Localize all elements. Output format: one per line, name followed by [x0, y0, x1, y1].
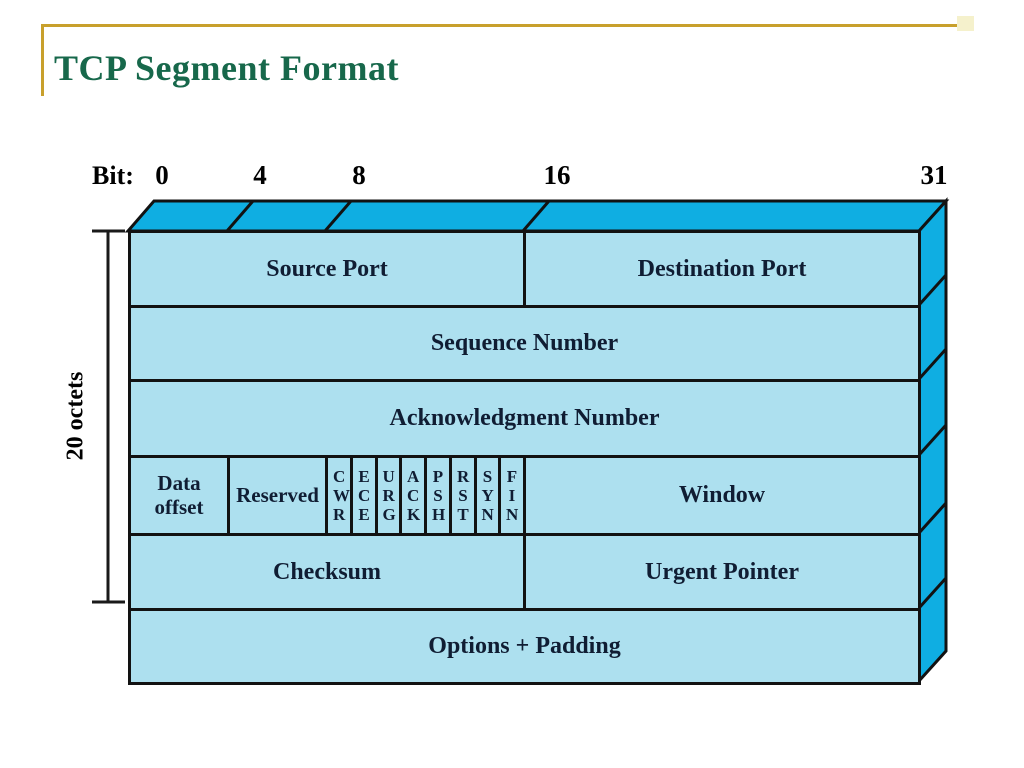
flag-cell-fin: FIN [498, 455, 526, 536]
top-face-tick-16 [521, 200, 551, 232]
cell-destination-port: Destination Port [523, 230, 921, 308]
top-face-tick-8 [323, 200, 353, 232]
bit-tick-8: 8 [352, 160, 366, 190]
flag-cwr-label: CWR [333, 466, 351, 525]
flag-cell-rst: RST [449, 455, 477, 536]
cell-options-padding: Options + Padding [128, 608, 921, 685]
flag-syn-label: SYN [481, 466, 494, 525]
gold-left-rule [41, 24, 44, 96]
cell-window: Window [523, 455, 921, 536]
bit-tick-31: 31 [920, 160, 948, 190]
flag-cell-urg: URG [375, 455, 402, 536]
cell-acknowledgment-number: Acknowledgment Number [128, 379, 921, 458]
top-face-tick-4 [225, 200, 255, 232]
slide-title: TCP Segment Format [54, 48, 399, 88]
flag-rst-label: RST [457, 466, 470, 525]
bit-tick-16: 16 [543, 160, 571, 190]
flag-cell-psh: PSH [424, 455, 452, 536]
bit-tick-4: 4 [253, 160, 267, 190]
right-face-tick-1 [917, 273, 948, 307]
right-face-tick-5 [917, 576, 948, 610]
cell-sequence-number: Sequence Number [128, 305, 921, 382]
flag-urg-label: URG [382, 466, 396, 525]
bit-axis-label: Bit: [92, 161, 134, 190]
flag-cell-ece: ECE [350, 455, 378, 536]
cell-source-port: Source Port [128, 230, 526, 308]
flag-psh-label: PSH [432, 466, 446, 525]
gold-end-square [957, 16, 974, 31]
right-face-tick-3 [917, 423, 948, 457]
cell-data-offset: Data offset [128, 455, 230, 536]
flag-cell-cwr: CWR [325, 455, 353, 536]
flag-ack-label: ACK [407, 466, 421, 525]
flag-cell-syn: SYN [474, 455, 501, 536]
bit-tick-0: 0 [155, 160, 169, 190]
octets-label: 20 octets [62, 371, 89, 461]
flag-fin-label: FIN [506, 466, 519, 525]
cell-checksum: Checksum [128, 533, 526, 611]
cell-urgent-pointer: Urgent Pointer [523, 533, 921, 611]
flag-cell-ack: ACK [399, 455, 427, 536]
gold-top-rule [42, 24, 958, 27]
cell-reserved: Reserved [227, 455, 328, 536]
flag-ece-label: ECE [358, 466, 371, 525]
right-face-tick-4 [917, 501, 948, 535]
octets-bracket [92, 229, 125, 604]
right-face-tick-2 [917, 347, 948, 381]
